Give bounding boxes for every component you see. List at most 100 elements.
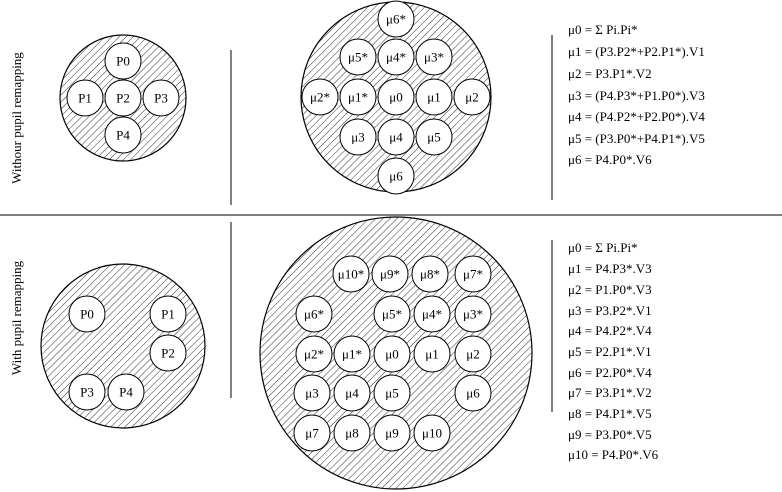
svg-text:μ9: μ9	[385, 426, 398, 441]
svg-text:μ0: μ0	[389, 90, 402, 105]
bottom-sub-pupil: P3	[68, 373, 106, 411]
svg-text:P1: P1	[161, 307, 175, 322]
svg-text:P4: P4	[119, 385, 133, 400]
bottom-baseline: μ3	[293, 374, 331, 412]
bottom-pupil-plane: P0 P1 P2 P3 P4	[40, 263, 206, 429]
bottom-equations: μ0 = Σ Pi.Pi* μ1 = P4.P3*.V3 μ2 = P1.P0*…	[568, 240, 659, 462]
top-equation: μ0 = Σ Pi.Pi*	[568, 22, 638, 37]
top-baseline: μ2*	[301, 78, 339, 116]
bottom-baseline: μ9	[373, 414, 411, 452]
svg-text:μ1: μ1	[425, 347, 438, 362]
top-equation: μ2 = P3.P1*.V2	[568, 66, 652, 81]
bottom-sub-pupil: P1	[149, 295, 187, 333]
bottom-equation: μ6 = P2.P0*.V4	[568, 365, 652, 380]
svg-text:μ10*: μ10*	[338, 267, 364, 282]
top-baseline: μ6	[377, 157, 415, 195]
bottom-equation: μ9 = P3.P0*.V5	[568, 427, 652, 442]
top-baseline: μ0	[377, 78, 415, 116]
svg-text:μ3*: μ3*	[424, 50, 444, 65]
bottom-equation: μ3 = P3.P2*.V1	[568, 303, 652, 318]
svg-text:P2: P2	[116, 91, 130, 106]
top-baseline: μ1	[415, 78, 453, 116]
bottom-equation: μ1 = P4.P3*.V3	[568, 261, 652, 276]
bottom-equation: μ2 = P1.P0*.V3	[568, 282, 652, 297]
top-equation: μ1 = (P3.P2*+P2.P1*).V1	[568, 44, 705, 59]
top-baseline-map: μ6* μ5* μ4* μ3* μ2* μ1* μ0 μ1 μ2 μ3 μ4 μ…	[300, 0, 492, 195]
bottom-baseline: μ2	[454, 335, 492, 373]
bottom-baseline: μ6*	[295, 295, 333, 333]
svg-text:μ8: μ8	[345, 426, 358, 441]
svg-text:μ1*: μ1*	[348, 90, 368, 105]
top-baseline: μ5*	[339, 38, 377, 76]
top-baseline: μ3*	[415, 38, 453, 76]
svg-text:μ2: μ2	[465, 90, 478, 105]
top-pupil-plane: P0 P1 P2 P3 P4	[59, 34, 187, 162]
top-baseline: μ4	[377, 118, 415, 156]
svg-text:μ4: μ4	[389, 130, 403, 145]
bottom-baseline: μ7	[293, 414, 331, 452]
bottom-equation: μ5 = P2.P1*.V1	[568, 344, 652, 359]
svg-text:μ1: μ1	[427, 90, 440, 105]
svg-text:μ1*: μ1*	[342, 347, 362, 362]
top-equation: μ3 = (P4.P3*+P1.P0*).V3	[568, 88, 705, 103]
bottom-equation: μ4 = P4.P2*.V4	[568, 323, 652, 338]
top-baseline: μ6*	[377, 0, 415, 38]
bottom-baseline: μ10*	[332, 255, 370, 293]
top-sub-pupil: P0	[104, 42, 142, 80]
bottom-equation: μ10 = P4.P0*.V6	[568, 447, 659, 462]
svg-text:μ4*: μ4*	[386, 50, 406, 65]
bottom-sub-pupil: P4	[107, 373, 145, 411]
bottom-baseline: μ0	[373, 335, 411, 373]
svg-text:P2: P2	[161, 346, 175, 361]
row-label-bottom: With pupil remapping	[9, 260, 24, 375]
svg-text:μ2: μ2	[466, 347, 479, 362]
svg-text:μ7: μ7	[305, 426, 319, 441]
svg-text:μ3*: μ3*	[463, 307, 483, 322]
bottom-baseline: μ7*	[454, 255, 492, 293]
svg-text:μ5*: μ5*	[382, 307, 402, 322]
svg-text:P0: P0	[116, 54, 130, 69]
top-baseline: μ2	[453, 78, 491, 116]
bottom-baseline: μ4	[333, 374, 371, 412]
top-equation: μ6 = P4.P0*.V6	[568, 152, 652, 167]
bottom-baseline: μ9*	[371, 255, 409, 293]
svg-text:μ6: μ6	[466, 386, 480, 401]
svg-text:μ4: μ4	[345, 386, 359, 401]
svg-text:μ5: μ5	[385, 386, 398, 401]
bottom-baseline: μ3*	[454, 295, 492, 333]
bottom-baseline: μ5	[373, 374, 411, 412]
svg-text:μ10: μ10	[422, 426, 442, 441]
bottom-baseline: μ1*	[333, 335, 371, 373]
row-label-top: Withour pupil remapping	[9, 52, 24, 184]
top-sub-pupil: P1	[66, 79, 104, 117]
svg-text:μ3: μ3	[305, 386, 318, 401]
svg-text:μ7*: μ7*	[463, 267, 483, 282]
top-baseline: μ4*	[377, 38, 415, 76]
bottom-baseline: μ8	[333, 414, 371, 452]
top-sub-pupil: P2	[104, 79, 142, 117]
svg-text:P4: P4	[116, 128, 130, 143]
bottom-sub-pupil: P2	[149, 334, 187, 372]
svg-text:P3: P3	[80, 385, 94, 400]
svg-text:μ6*: μ6*	[386, 12, 406, 27]
svg-text:μ5: μ5	[427, 130, 440, 145]
bottom-baseline: μ10	[413, 414, 451, 452]
svg-text:μ3: μ3	[351, 130, 364, 145]
svg-text:μ6: μ6	[389, 169, 403, 184]
svg-text:μ2*: μ2*	[310, 90, 330, 105]
svg-text:μ8*: μ8*	[420, 267, 440, 282]
svg-text:μ2*: μ2*	[304, 347, 324, 362]
bottom-baseline: μ4*	[413, 295, 451, 333]
svg-text:μ5*: μ5*	[348, 50, 368, 65]
svg-text:P3: P3	[154, 91, 168, 106]
svg-text:μ9*: μ9*	[380, 267, 400, 282]
svg-text:μ6*: μ6*	[304, 307, 324, 322]
top-equations: μ0 = Σ Pi.Pi* μ1 = (P3.P2*+P2.P1*).V1 μ2…	[568, 22, 705, 167]
svg-text:P0: P0	[80, 307, 94, 322]
bottom-baseline: μ1	[413, 335, 451, 373]
svg-text:μ0: μ0	[385, 347, 398, 362]
top-equation: μ4 = (P4.P2*+P2.P0*).V4	[568, 109, 705, 124]
top-baseline: μ5	[415, 118, 453, 156]
top-sub-pupil: P3	[142, 79, 180, 117]
